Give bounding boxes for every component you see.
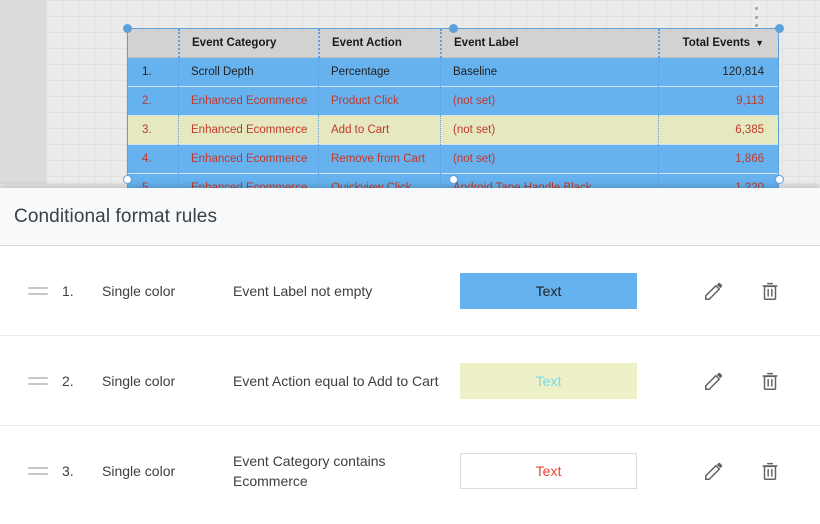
table-cell-event-label: (not set) <box>440 115 658 145</box>
edit-rule-button[interactable] <box>686 370 742 392</box>
rule-row[interactable]: 2. Single color Event Action equal to Ad… <box>0 336 820 426</box>
rule-type: Single color <box>102 282 176 299</box>
selection-handle-bottom-left[interactable] <box>123 175 132 184</box>
table-header-event-label[interactable]: Event Label <box>440 29 658 58</box>
table-row[interactable]: 2. Enhanced Ecommerce Product Click (not… <box>128 86 778 116</box>
selection-handle-top-middle[interactable] <box>449 24 458 33</box>
report-data-table[interactable]: Event Category Event Action Event Label … <box>127 28 779 190</box>
table-cell-total-events: 9,113 <box>658 86 778 116</box>
table-cell-event-action: Remove from Cart <box>318 144 440 174</box>
table-cell-total-events: 6,385 <box>658 115 778 145</box>
table-row[interactable]: 4. Enhanced Ecommerce Remove from Cart (… <box>128 144 778 174</box>
table-cell-index: 2. <box>142 94 152 107</box>
drag-handle-icon[interactable] <box>28 467 50 475</box>
rule-condition: Event Action equal to Add to Cart <box>233 372 439 389</box>
selection-handle-top-left[interactable] <box>123 24 132 33</box>
rule-color-preview[interactable]: Text <box>460 272 637 309</box>
table-cell-index: 3. <box>142 123 152 136</box>
table-cell-event-label: Android Tape Handle Black <box>440 173 658 189</box>
rule-index: 3. <box>62 463 74 479</box>
rule-index: 2. <box>62 372 74 389</box>
table-cell-event-category: Enhanced Ecommerce <box>178 144 318 174</box>
selection-handle-bottom-right[interactable] <box>775 175 784 184</box>
report-canvas: Event Category Event Action Event Label … <box>0 0 820 190</box>
edit-rule-button[interactable] <box>686 460 742 482</box>
more-vert-icon[interactable] <box>749 5 763 29</box>
table-cell-event-action: Product Click <box>318 86 440 116</box>
table-cell-event-label: Baseline <box>440 57 658 87</box>
delete-rule-button[interactable] <box>742 370 798 392</box>
table-cell-event-label: (not set) <box>440 86 658 116</box>
table-header-event-category[interactable]: Event Category <box>178 29 318 58</box>
selection-handle-top-right[interactable] <box>775 24 784 33</box>
table-cell-event-action: Add to Cart <box>318 115 440 145</box>
rule-type: Single color <box>102 463 176 479</box>
table-cell-event-category: Enhanced Ecommerce <box>178 115 318 145</box>
rule-type: Single color <box>102 372 176 389</box>
page-title: Conditional format rules <box>14 205 218 227</box>
edit-rule-button[interactable] <box>686 280 742 302</box>
table-cell-total-events: 1,220 <box>658 173 778 189</box>
table-cell-event-action: Percentage <box>318 57 440 87</box>
rule-row[interactable]: 3. Single color Event Category contains … <box>0 426 820 516</box>
table-header-row: Event Category Event Action Event Label … <box>128 29 778 58</box>
panel-header: Conditional format rules <box>0 188 820 246</box>
sort-caret-icon: ▼ <box>755 37 764 48</box>
table-cell-event-category: Enhanced Ecommerce <box>178 173 318 189</box>
rule-condition: Event Label not empty <box>233 282 373 299</box>
delete-rule-button[interactable] <box>742 460 798 482</box>
table-cell-total-events: 120,814 <box>658 57 778 87</box>
table-cell-event-action: Quickview Click <box>318 173 440 189</box>
table-row[interactable]: 1. Scroll Depth Percentage Baseline 120,… <box>128 57 778 87</box>
conditional-format-rules-panel: Conditional format rules 1. Single color… <box>0 188 820 524</box>
selection-handle-bottom-middle[interactable] <box>449 175 458 184</box>
table-cell-event-label: (not set) <box>440 144 658 174</box>
table-header-total-events[interactable]: Total Events ▼ <box>658 29 778 58</box>
table-header-event-action[interactable]: Event Action <box>318 29 440 58</box>
delete-rule-button[interactable] <box>742 280 798 302</box>
table-cell-event-category: Scroll Depth <box>178 57 318 87</box>
table-header-total-events-label: Total Events <box>682 36 751 49</box>
table-cell-total-events: 1,866 <box>658 144 778 174</box>
rule-color-preview[interactable]: Text <box>460 453 637 489</box>
rules-list: 1. Single color Event Label not empty Te… <box>0 246 820 516</box>
rule-row[interactable]: 1. Single color Event Label not empty Te… <box>0 246 820 336</box>
rule-color-preview[interactable]: Text <box>460 362 637 399</box>
canvas-left-gutter <box>0 0 46 190</box>
table-row[interactable]: 3. Enhanced Ecommerce Add to Cart (not s… <box>128 115 778 145</box>
table-cell-index: 1. <box>142 65 152 78</box>
drag-handle-icon[interactable] <box>28 376 50 385</box>
rule-condition: Event Category contains Ecommerce <box>233 453 386 489</box>
drag-handle-icon[interactable] <box>28 286 50 295</box>
table-cell-index: 5. <box>142 181 152 190</box>
table-cell-event-category: Enhanced Ecommerce <box>178 86 318 116</box>
table-cell-index: 4. <box>142 152 152 165</box>
rule-index: 1. <box>62 282 74 299</box>
